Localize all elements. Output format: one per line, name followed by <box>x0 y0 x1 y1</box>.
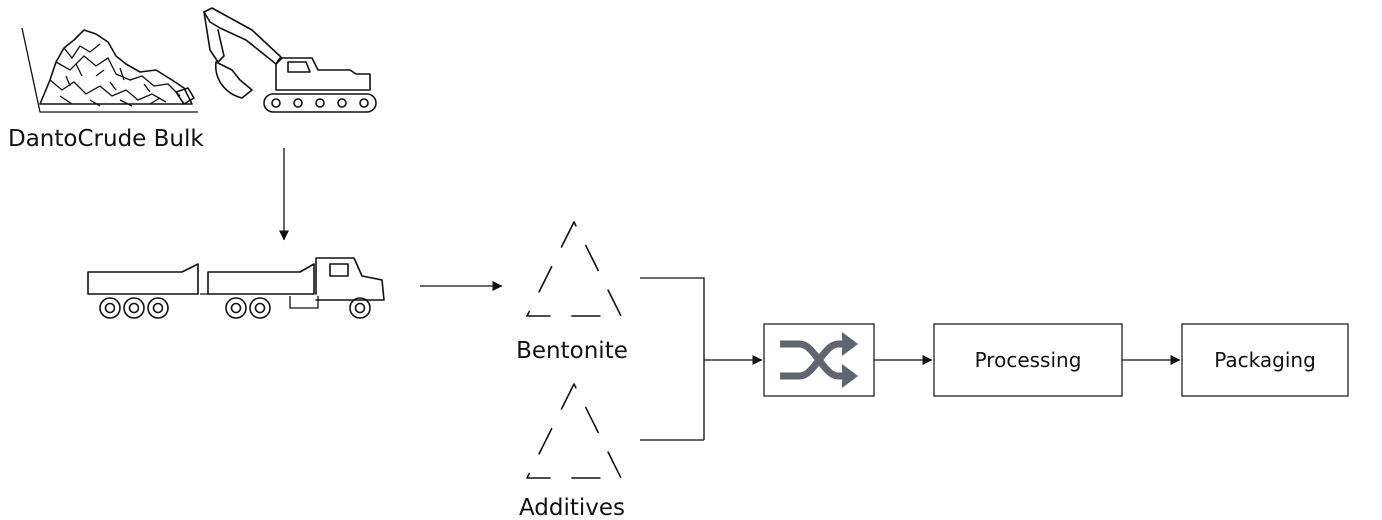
bentonite-label: Bentonite <box>516 338 628 364</box>
packaging-label: Packaging <box>1214 348 1316 372</box>
additives-label: Additives <box>519 495 625 520</box>
edges <box>279 148 1181 441</box>
additives-pile-icon <box>526 383 622 479</box>
excavator-icon <box>203 7 377 113</box>
packaging-node: Packaging <box>1181 323 1349 397</box>
mixer-node <box>763 323 875 397</box>
shuffle-icon <box>780 332 858 388</box>
rock-pile-icon <box>21 27 198 113</box>
processing-node: Processing <box>933 323 1123 397</box>
bulk-label: DantoCrude Bulk <box>8 126 204 152</box>
edge-bentonite-to-junction <box>640 277 705 440</box>
bentonite-pile-icon <box>526 221 622 317</box>
dump-truck-icon <box>87 257 385 319</box>
processing-label: Processing <box>975 348 1082 372</box>
